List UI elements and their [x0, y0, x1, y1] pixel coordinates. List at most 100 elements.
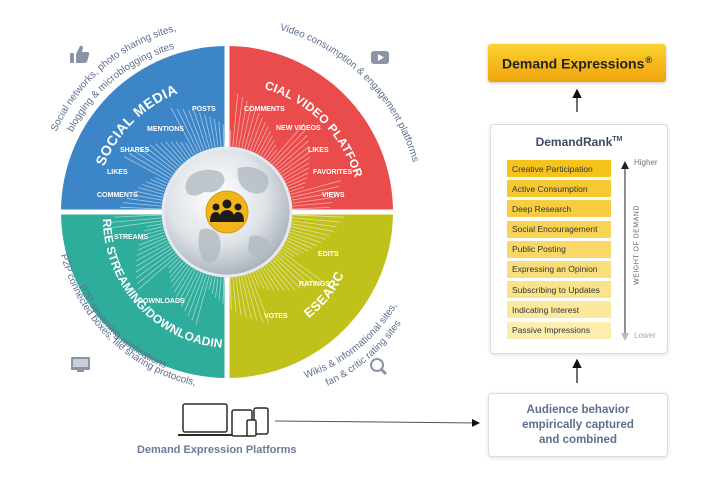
demandrank-item: Public Posting — [507, 240, 611, 258]
light-ray — [289, 186, 305, 192]
light-ray — [265, 144, 277, 159]
light-ray — [249, 273, 270, 324]
light-ray — [292, 197, 336, 204]
light-ray — [215, 277, 219, 298]
demandrank-item: Social Encouragement — [507, 220, 611, 238]
light-ray — [290, 229, 326, 240]
light-ray — [274, 257, 307, 288]
light-ray — [235, 277, 242, 316]
light-ray — [175, 141, 189, 159]
item-shares: SHARES — [120, 147, 150, 154]
light-ray — [120, 206, 162, 210]
globe-continents — [185, 166, 271, 263]
light-ray — [182, 108, 202, 152]
light-ray — [173, 266, 191, 293]
light-ray — [193, 111, 207, 150]
light-ray — [128, 153, 171, 179]
light-ray — [280, 250, 323, 282]
light-ray — [139, 148, 174, 174]
light-ray — [229, 130, 232, 147]
light-ray — [188, 109, 205, 151]
light-ray — [138, 187, 164, 195]
weight-axis-arrow — [621, 161, 629, 341]
light-ray — [286, 240, 309, 252]
light-ray — [222, 124, 225, 147]
light-ray — [187, 273, 205, 317]
audience-line-2: empirically captured — [522, 418, 634, 431]
light-ray — [135, 245, 171, 267]
light-ray — [218, 121, 222, 147]
light-ray — [291, 226, 330, 236]
light-ray — [255, 126, 269, 153]
weight-of-demand-label: WEIGHT OF DEMAND — [633, 205, 641, 285]
light-ray — [284, 242, 304, 254]
light-ray — [168, 257, 180, 269]
light-ray — [272, 129, 307, 165]
audience-line-3: and combined — [539, 433, 617, 446]
item-mentions: MENTIONS — [147, 126, 184, 133]
light-ray — [199, 112, 210, 149]
light-ray — [247, 274, 264, 323]
light-ray — [290, 180, 341, 195]
light-ray — [270, 123, 305, 163]
light-ray — [176, 108, 199, 153]
light-ray — [123, 202, 162, 207]
demand-expressions-title: Demand Expressions® — [501, 54, 653, 72]
light-ray — [283, 245, 300, 256]
demand-expression-platforms-label: Demand Expression Platforms — [137, 444, 297, 456]
light-ray — [292, 214, 344, 218]
light-ray — [180, 141, 191, 158]
item-likes: LIKES — [107, 169, 128, 176]
light-ray — [292, 217, 341, 223]
light-ray — [204, 114, 213, 148]
devices-icon — [178, 403, 269, 437]
light-ray — [232, 277, 237, 313]
light-ray — [135, 248, 173, 273]
light-ray — [170, 107, 197, 155]
trademark-mark: TM — [612, 136, 623, 143]
item-edits: EDITS — [318, 251, 339, 258]
light-ray — [160, 142, 182, 165]
higher-label: Higher — [634, 158, 658, 167]
light-ray — [280, 151, 310, 174]
light-ray — [154, 176, 168, 184]
light-ray — [238, 276, 247, 318]
people-group-icon — [205, 190, 249, 234]
item-video-likes: LIKES — [308, 147, 329, 154]
light-ray — [222, 277, 225, 304]
item-votes: VOTES — [264, 313, 288, 320]
item-streams: STREAMS — [114, 234, 149, 241]
light-ray — [291, 223, 334, 232]
item-views: VIEWS — [322, 192, 345, 199]
light-ray — [238, 100, 248, 148]
monitor-icon — [71, 357, 90, 372]
demandrank-title: DemandRankTM — [535, 135, 623, 149]
light-ray — [138, 234, 166, 246]
light-ray — [146, 223, 163, 227]
light-ray — [255, 271, 265, 289]
demandrank-item: Active Consumption — [507, 180, 611, 198]
light-ray — [287, 177, 308, 187]
light-ray — [272, 259, 301, 289]
light-ray — [142, 229, 164, 236]
light-ray — [134, 150, 173, 176]
light-ray — [170, 141, 187, 161]
audience-line-1: Audience behavior — [526, 403, 630, 416]
light-rays — [109, 93, 344, 325]
light-ray — [109, 220, 162, 229]
light-ray — [178, 269, 197, 302]
magnifier-icon — [370, 358, 388, 376]
item-ratings: RATINGS — [299, 281, 330, 288]
light-ray — [289, 232, 322, 243]
light-ray — [241, 104, 252, 148]
thumbs-up-icon — [70, 45, 90, 63]
light-ray — [235, 96, 243, 147]
light-ray — [283, 162, 310, 179]
light-ray — [149, 144, 178, 169]
item-downloads: DOWNLOADS — [138, 298, 185, 305]
demandrank-item: Deep Research — [507, 200, 611, 218]
light-ray — [136, 240, 168, 256]
light-ray — [169, 261, 184, 278]
